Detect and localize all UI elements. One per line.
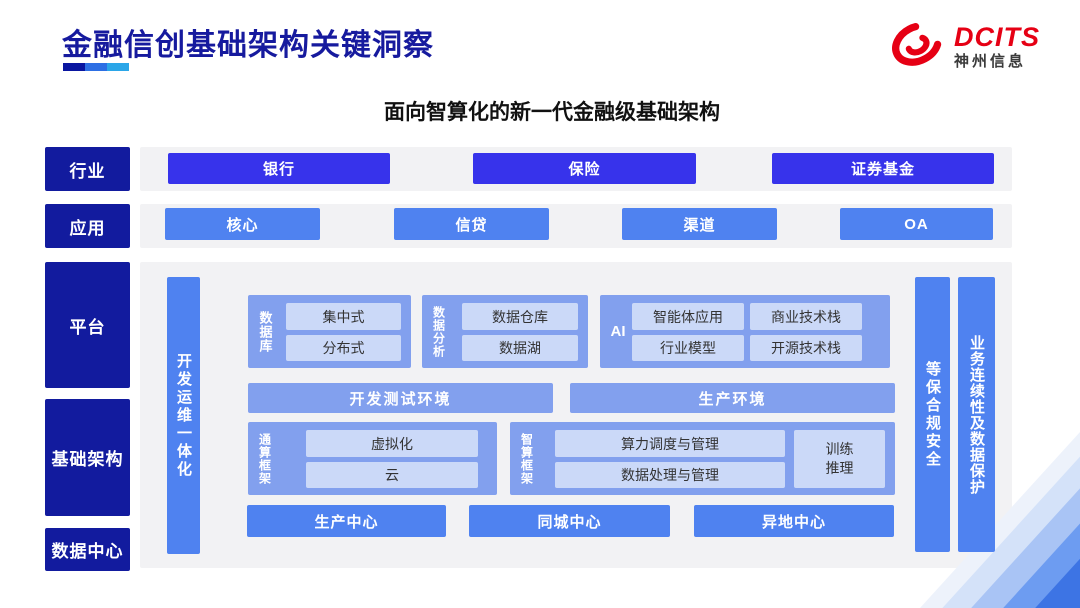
datacenter-item-production: 生产中心	[247, 505, 446, 537]
industry-item-insurance: 保险	[473, 153, 696, 184]
analytics-item-warehouse: 数据仓库	[462, 303, 578, 330]
database-item-distributed: 分布式	[286, 335, 401, 361]
intelligent-compute-item-scheduling: 算力调度与管理	[555, 430, 785, 457]
compliance-vertical-bar: 等保合规安全	[915, 277, 950, 552]
general-compute-group: 通算框架 虚拟化 云	[248, 422, 497, 495]
intelligent-compute-group: 智算框架 算力调度与管理 数据处理与管理 训练 推理	[510, 422, 895, 495]
database-group-label: 数据库	[257, 310, 273, 353]
sidebar-label-application: 应用	[45, 204, 130, 248]
analytics-item-lake: 数据湖	[462, 335, 578, 361]
datacenter-item-remote: 异地中心	[694, 505, 894, 537]
application-item-channel: 渠道	[622, 208, 777, 240]
intelligent-compute-item-dataprocessing: 数据处理与管理	[555, 462, 785, 488]
ai-item-opensource-stack: 开源技术栈	[750, 335, 862, 361]
analytics-group-label: 数据分析	[431, 305, 446, 358]
production-environment-bar: 生产环境	[570, 383, 895, 413]
industry-item-securities: 证券基金	[772, 153, 994, 184]
ai-item-agent-apps: 智能体应用	[632, 303, 744, 330]
application-item-credit: 信贷	[394, 208, 549, 240]
logo-brand-text: DCITS	[954, 22, 1040, 53]
devops-bar-label: 开发运维一体化	[175, 352, 192, 479]
application-item-oa: OA	[840, 208, 993, 240]
dev-test-environment-bar: 开发测试环境	[248, 383, 553, 413]
underline-segment-dark	[63, 63, 85, 71]
sidebar-label-datacenter: 数据中心	[45, 528, 130, 571]
database-item-centralized: 集中式	[286, 303, 401, 330]
database-group: 数据库 集中式 分布式	[248, 295, 411, 368]
page-title: 金融信创基础架构关键洞察	[62, 29, 434, 62]
ai-group: AI 智能体应用 商业技术栈 行业模型 开源技术栈	[600, 295, 890, 368]
dcits-swirl-icon	[888, 16, 946, 77]
sidebar-label-industry: 行业	[45, 147, 130, 191]
industry-item-bank: 银行	[168, 153, 390, 184]
ai-item-industry-models: 行业模型	[632, 335, 744, 361]
underline-segment-mid	[85, 63, 107, 71]
title-underline	[63, 63, 129, 71]
compliance-bar-label: 等保合规安全	[924, 360, 941, 469]
application-item-core: 核心	[165, 208, 320, 240]
intelligent-compute-group-label: 智算框架	[519, 432, 534, 485]
ai-group-label: AI	[610, 323, 626, 340]
dcits-logo: DCITS 神州信息	[888, 16, 1040, 77]
sidebar-label-infrastructure: 基础架构	[45, 399, 130, 516]
sidebar-label-platform: 平台	[45, 262, 130, 388]
logo-company-text: 神州信息	[954, 52, 1027, 70]
training-inference-box: 训练 推理	[794, 430, 885, 488]
general-compute-group-label: 通算框架	[257, 432, 272, 485]
general-compute-item-virtualization: 虚拟化	[306, 430, 478, 457]
analytics-group: 数据分析 数据仓库 数据湖	[422, 295, 588, 368]
underline-segment-light	[107, 63, 129, 71]
devops-vertical-bar: 开发运维一体化	[167, 277, 200, 554]
continuity-vertical-bar: 业务连续性及数据保护	[958, 277, 995, 552]
datacenter-item-samecity: 同城中心	[469, 505, 670, 537]
general-compute-item-cloud: 云	[306, 462, 478, 488]
continuity-bar-label: 业务连续性及数据保护	[968, 334, 985, 495]
ai-item-commercial-stack: 商业技术栈	[750, 303, 862, 330]
diagram-subtitle: 面向智算化的新一代金融级基础架构	[384, 101, 720, 124]
